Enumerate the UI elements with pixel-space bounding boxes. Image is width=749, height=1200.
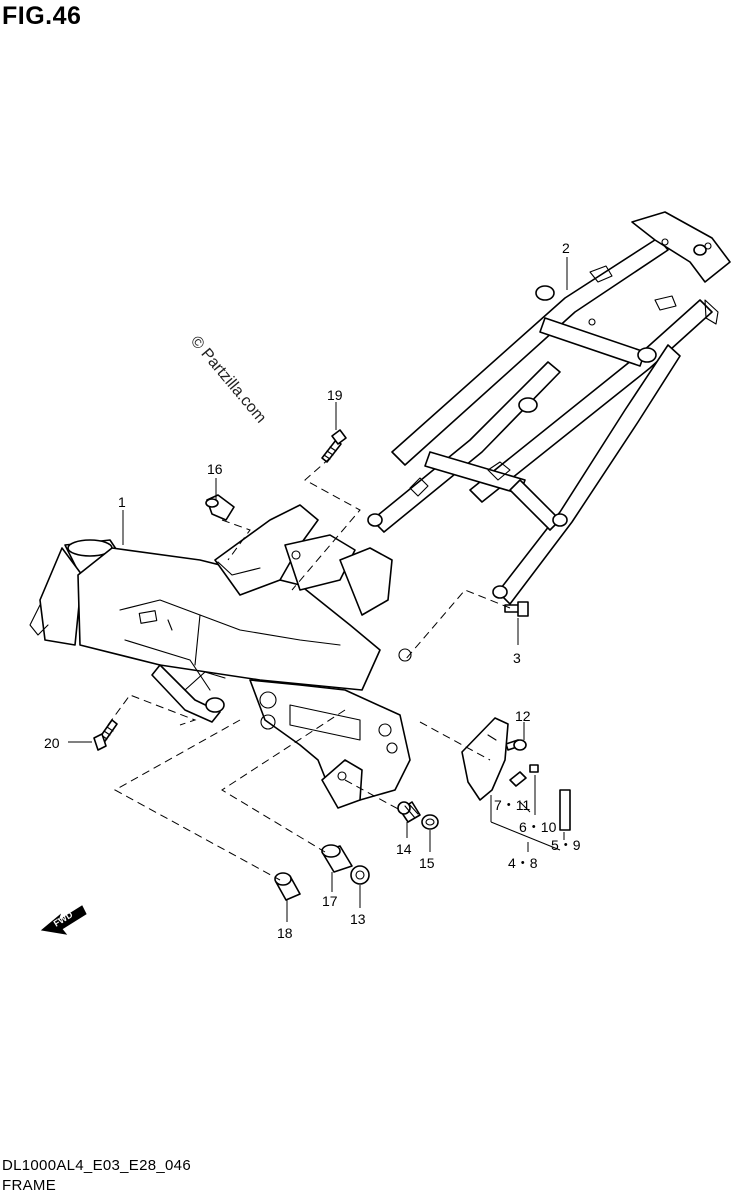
callout-16: 16 (207, 461, 223, 477)
rear-subframe (367, 211, 731, 605)
callout-numbers: 1 2 3 4・8 5・9 6・10 7・11 12 13 14 15 16 1… (44, 240, 581, 941)
callout-5-9: 5・9 (551, 837, 581, 853)
callout-18: 18 (277, 925, 293, 941)
diagram-name: FRAME (2, 1177, 56, 1194)
diagram-code: DL1000AL4_E03_E28_046 (2, 1157, 191, 1174)
spacer-18 (274, 872, 301, 901)
callout-20: 20 (44, 735, 60, 751)
callout-14: 14 (396, 841, 412, 857)
bolt-20 (93, 719, 118, 751)
bolt-19 (321, 429, 347, 463)
fwd-arrow-icon: FWD (40, 905, 87, 935)
collar-16 (205, 494, 235, 521)
spacer-17 (321, 844, 353, 873)
nut-13 (350, 865, 370, 885)
callout-7-11: 7・11 (494, 797, 531, 813)
bushing-14 (397, 801, 421, 823)
callout-4-8: 4・8 (508, 855, 538, 871)
callout-15: 15 (419, 855, 435, 871)
figure-title: FIG.46 (2, 2, 82, 30)
callout-13: 13 (350, 911, 366, 927)
bolt-3 (504, 601, 529, 617)
leader-lines (68, 257, 568, 922)
callout-19: 19 (327, 387, 343, 403)
main-frame (29, 504, 412, 809)
nut-15 (421, 814, 439, 830)
callout-17: 17 (322, 893, 338, 909)
emblem-labels (509, 764, 571, 831)
frame-cover (461, 717, 509, 801)
screw-12 (505, 739, 527, 751)
callout-12: 12 (515, 708, 531, 724)
callout-1: 1 (118, 494, 126, 510)
callout-2: 2 (562, 240, 570, 256)
callout-3: 3 (513, 650, 521, 666)
guide-lines (107, 457, 511, 881)
callout-6-10: 6・10 (519, 819, 557, 835)
